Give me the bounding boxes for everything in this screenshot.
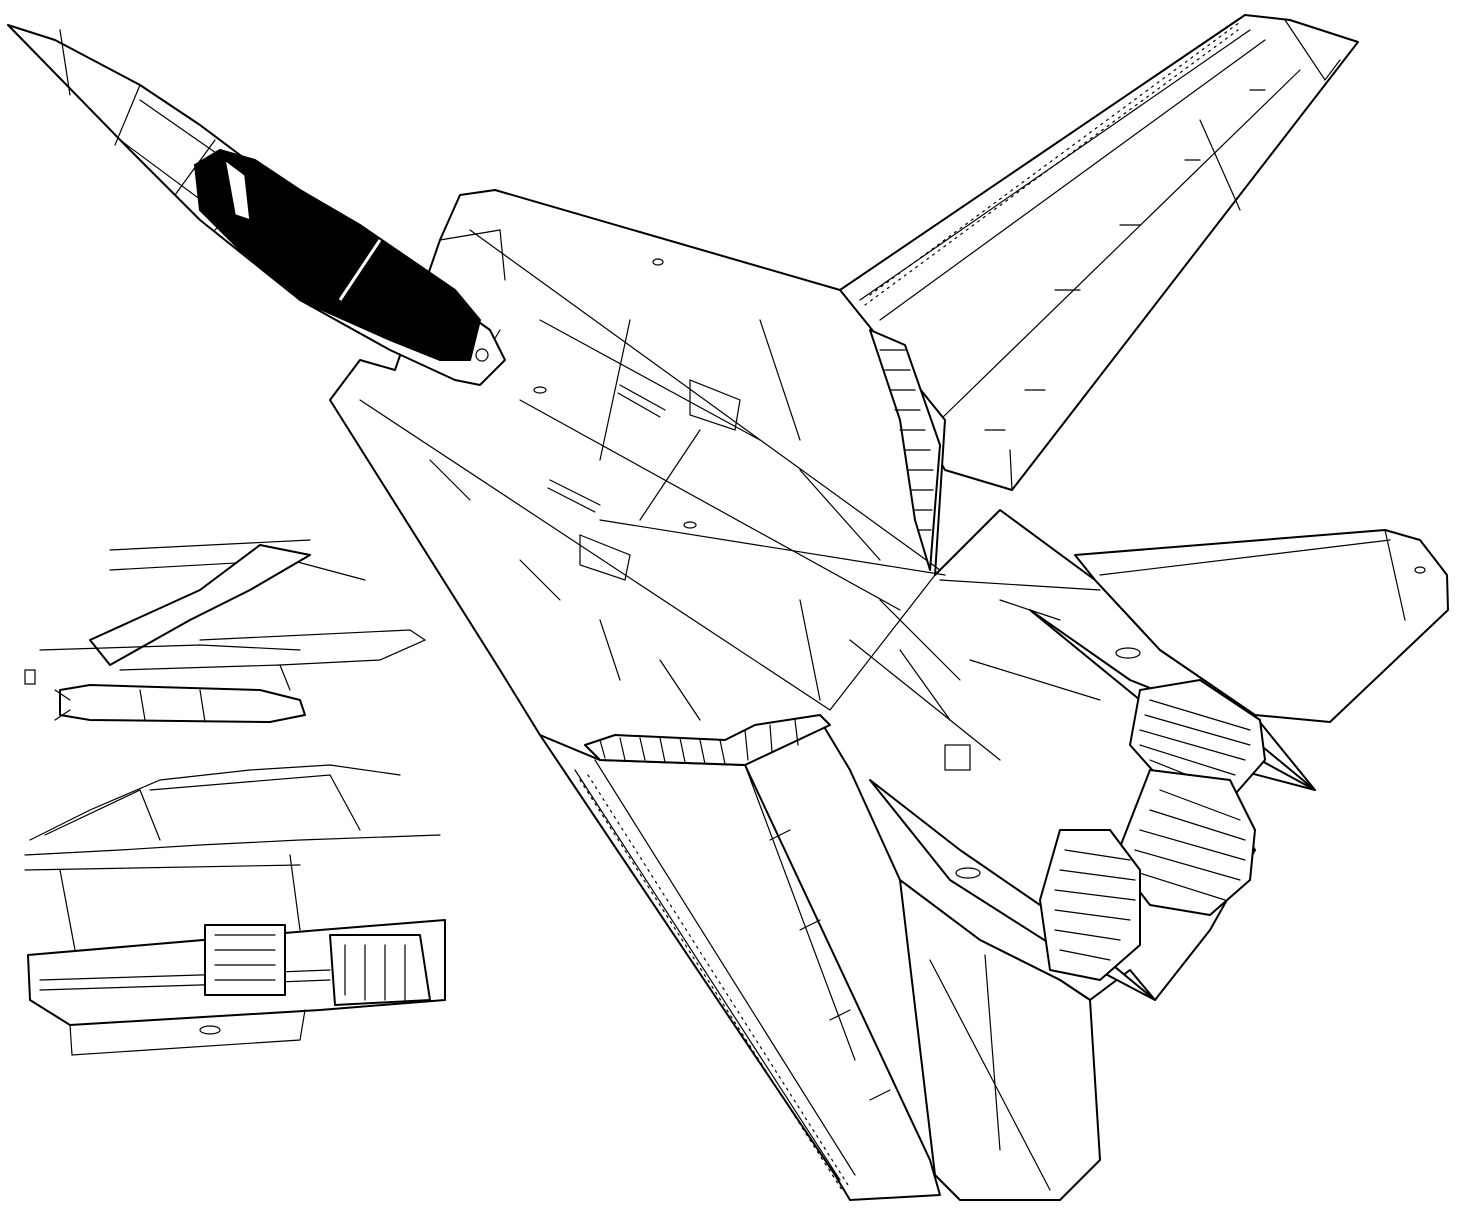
lower-wing-slat-ribs	[579, 774, 849, 1191]
upper-wing	[839, 14, 1359, 491]
missile-carriage-inset	[24, 539, 427, 723]
upper-wing-slat-ribs	[864, 21, 1241, 306]
engine-nozzles	[1039, 679, 1266, 981]
upper-stabilizer	[1074, 529, 1449, 723]
fuselage	[329, 189, 1316, 1001]
fuselage-vents	[533, 258, 971, 771]
nose-cockpit	[7, 24, 506, 386]
lower-stabilizer	[899, 879, 1101, 1201]
glove-hatching	[584, 329, 941, 766]
gun-bay-inset	[24, 764, 446, 1056]
canopy	[193, 148, 482, 361]
